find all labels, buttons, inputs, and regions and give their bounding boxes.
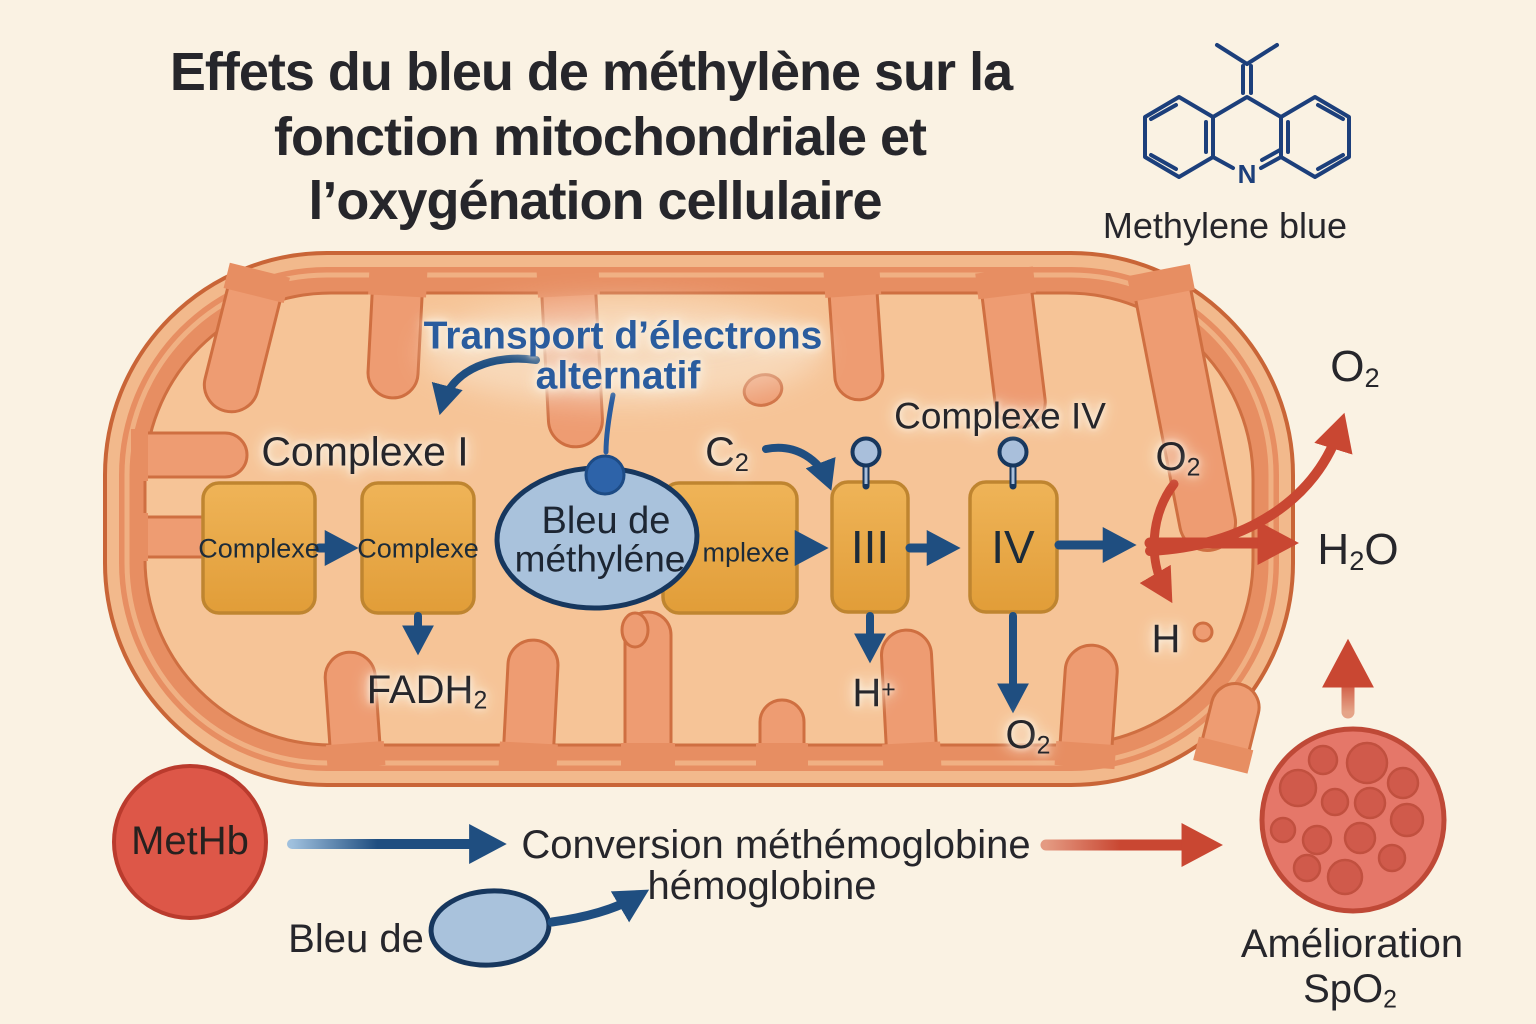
arrows-red bbox=[1139, 412, 1353, 604]
h-plus-label: H+ bbox=[852, 671, 896, 715]
electron-transport-chain bbox=[201, 392, 1059, 615]
arrow-ellipse-to-hemoglobine bbox=[547, 889, 650, 927]
complex-box-1-label: Complexe bbox=[198, 533, 320, 564]
conversion-label-line2: hémoglobine bbox=[647, 864, 877, 908]
c2-label: C2 bbox=[705, 428, 749, 478]
conversion-label-line1: Conversion méthémoglobine bbox=[521, 823, 1031, 867]
rbc-cluster-circle bbox=[1259, 726, 1447, 914]
complex-box-2-label: Complexe bbox=[357, 533, 479, 564]
methylene-blue-structure bbox=[1143, 43, 1351, 179]
bleu-de-label: Bleu de bbox=[288, 917, 424, 961]
alternative-path-stem bbox=[603, 392, 616, 455]
page-title-line3: l’oxygénation cellulaire bbox=[308, 171, 882, 231]
atp-lollipop-icon bbox=[850, 436, 882, 490]
arrow-transport-to-complex1 bbox=[431, 354, 540, 416]
arrows-blue bbox=[314, 354, 1137, 714]
complex-box-iv-label: IV bbox=[991, 521, 1035, 573]
methb-circle bbox=[112, 764, 268, 920]
complex-box-iii-label: III bbox=[850, 521, 890, 573]
bleu-de-ellipse bbox=[428, 888, 552, 968]
transport-alternatif-line1: Transport d’électrons bbox=[423, 314, 823, 358]
o2-below-iv-label: O2 bbox=[1005, 712, 1051, 760]
amelioration-label-line2: SpO2 bbox=[1303, 966, 1397, 1014]
atp-lollipop-icon bbox=[997, 436, 1029, 490]
complexe-i-label: Complexe I bbox=[261, 428, 469, 475]
transport-alternatif-line2: alternatif bbox=[535, 354, 701, 398]
h-label: H bbox=[1151, 617, 1181, 661]
matrix-granule bbox=[1192, 621, 1214, 643]
o2-inner-label: O2 bbox=[1155, 434, 1201, 482]
matrix-granule bbox=[620, 611, 650, 649]
o2-released-label: O2 bbox=[1330, 341, 1380, 393]
page-title-line1: Effets du bleu de méthylène sur la bbox=[169, 42, 1013, 102]
methb-label: MetHb bbox=[131, 819, 249, 863]
blob-label-line1: Bleu de bbox=[541, 500, 671, 542]
page-title-line2: fonction mitochondriale et bbox=[273, 107, 927, 167]
complexe-iv-label: Complexe IV bbox=[894, 395, 1106, 437]
fadh2-label: FADH2 bbox=[366, 667, 488, 715]
arrow-c2-to-iii bbox=[762, 443, 836, 491]
electron-dot-icon bbox=[584, 454, 626, 496]
amelioration-label-line1: Amélioration bbox=[1240, 922, 1464, 966]
complex-box-3-label: mplexe bbox=[702, 537, 790, 568]
bottom-row bbox=[112, 638, 1447, 968]
molecule-nitrogen-atom: N bbox=[1237, 159, 1257, 189]
h2o-label: H2O bbox=[1317, 524, 1399, 576]
text-halo bbox=[422, 300, 822, 404]
molecule-caption: Methylene blue bbox=[1102, 205, 1348, 246]
blob-label-line2: méthyléne bbox=[514, 538, 686, 580]
